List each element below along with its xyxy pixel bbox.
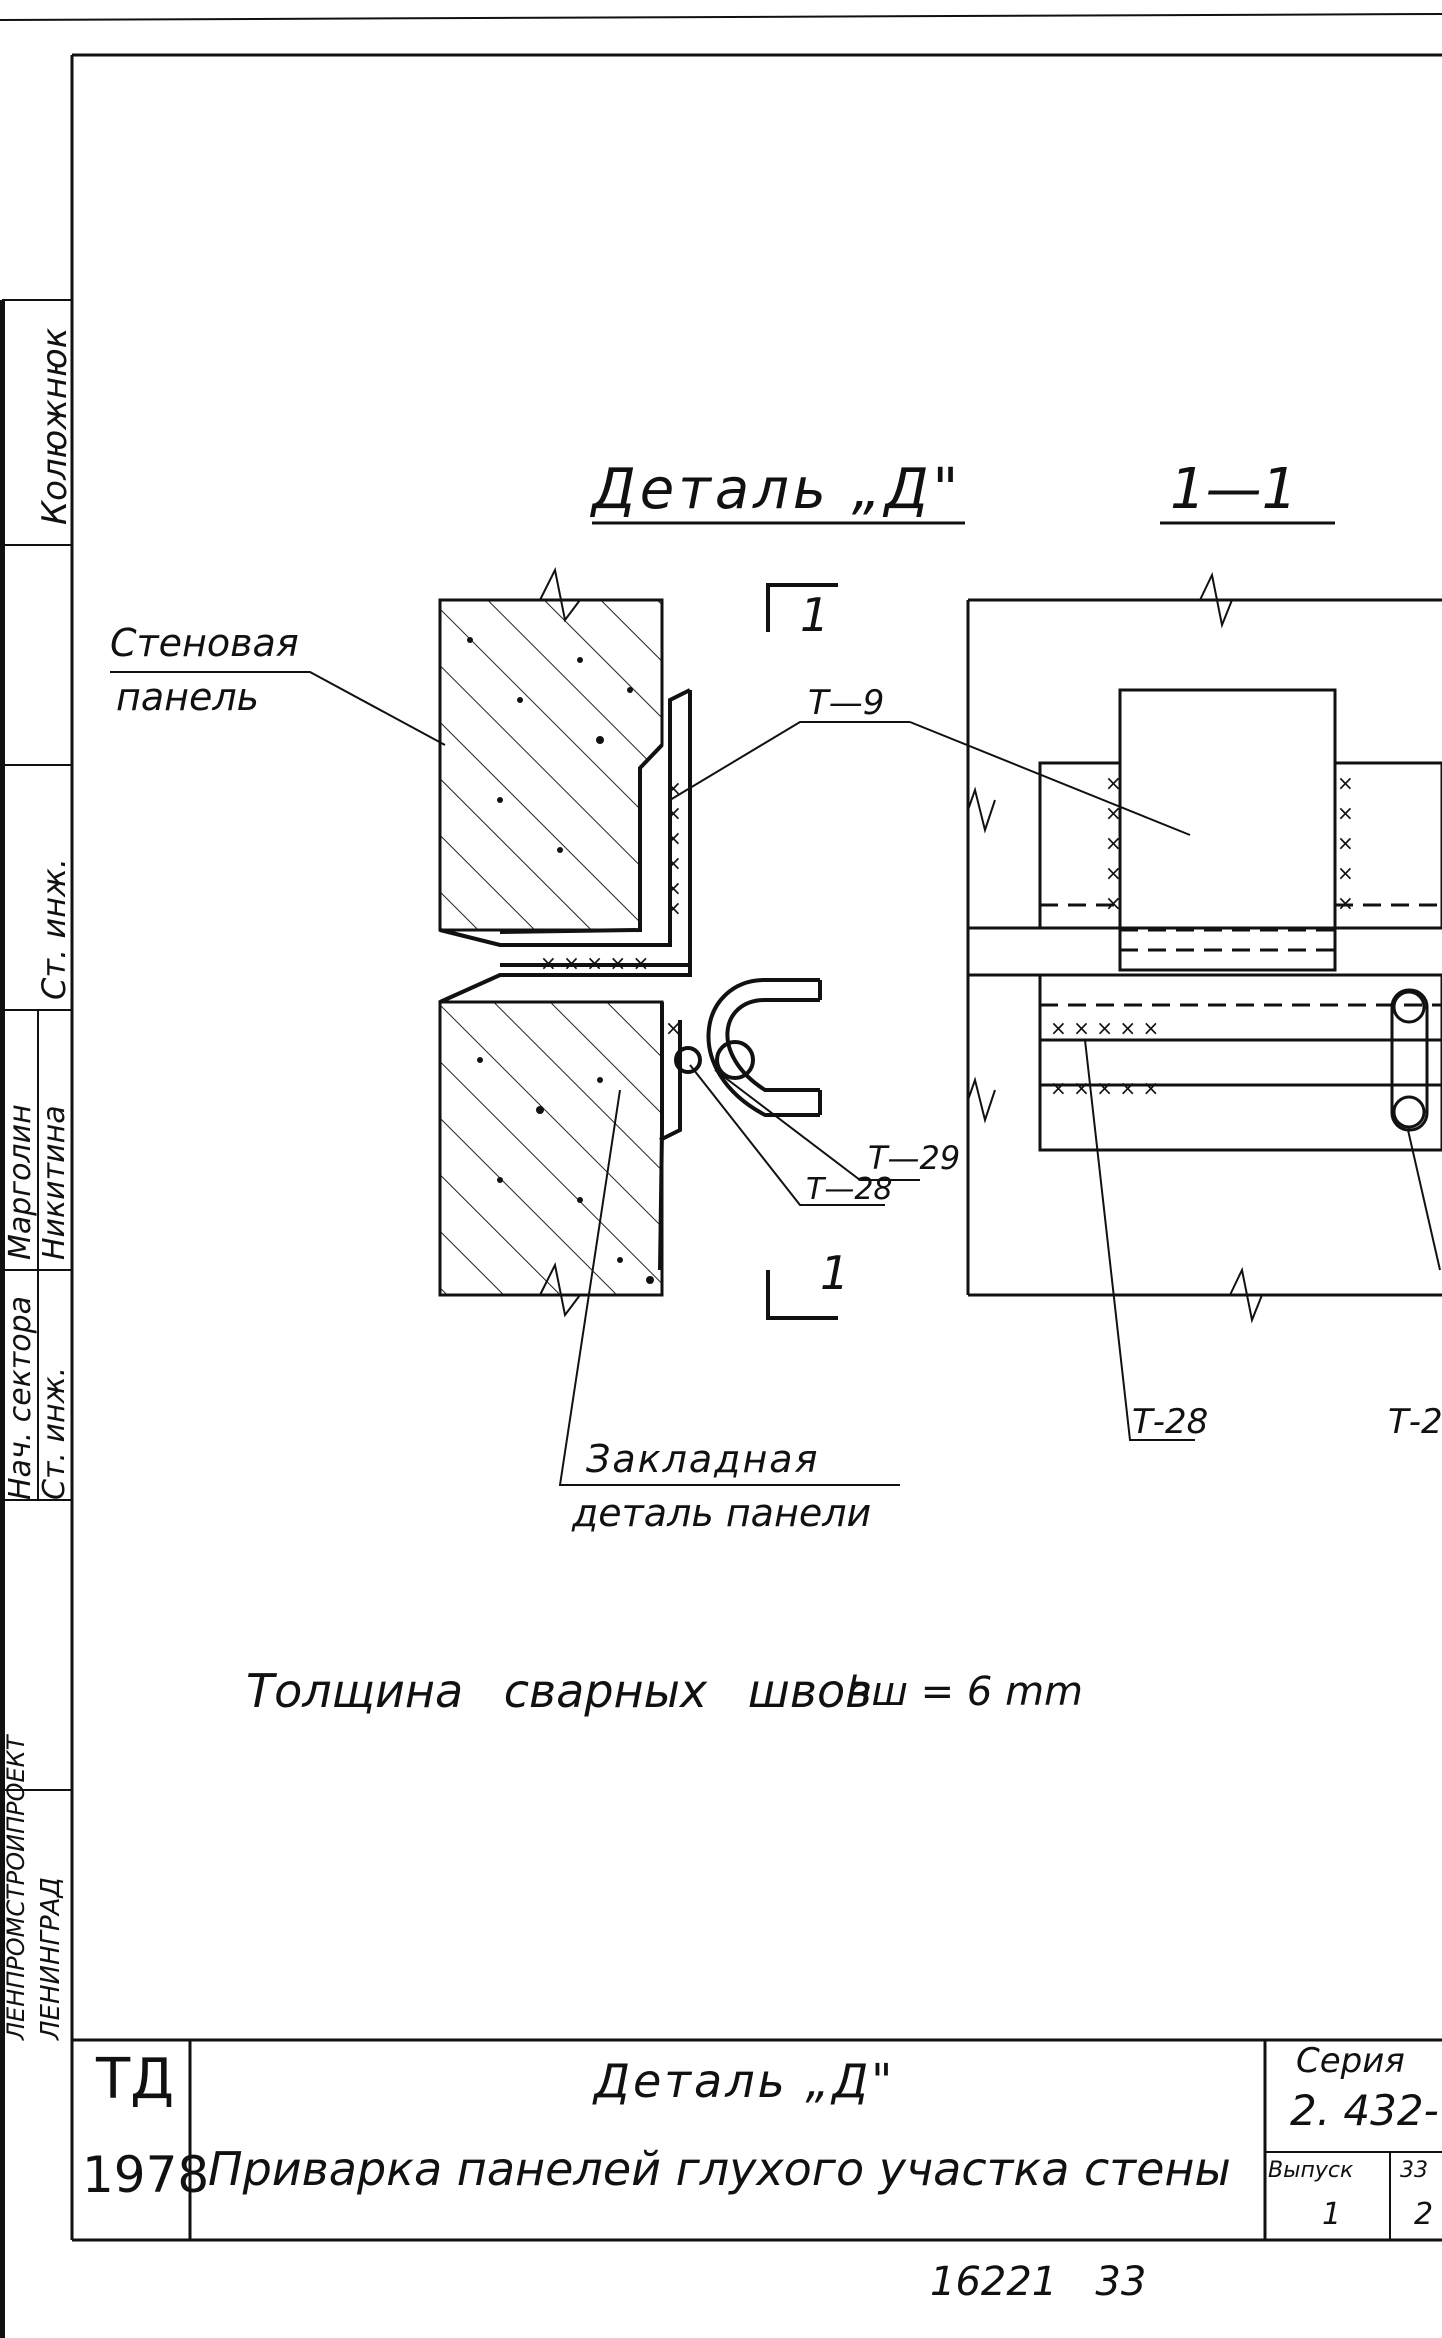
tb-series-value: 2. 432- bbox=[1290, 2086, 1439, 2135]
svg-text:×: × bbox=[1337, 891, 1354, 915]
stamp-name-1: Марголин bbox=[3, 1104, 38, 1260]
section-1-1 bbox=[966, 571, 1442, 1324]
tb-title: Деталь „Д" bbox=[594, 2054, 896, 2108]
stamp-name-2: Никитина bbox=[37, 1105, 72, 1260]
embedded-plate bbox=[439, 688, 692, 1271]
weld-marks-section: × × × × × × × × × × × × × × × × × × × × bbox=[1050, 771, 1354, 1100]
tb-issue-value: 1 bbox=[1322, 2197, 1342, 2232]
stamp-role-eng-1: Ст. инж. bbox=[37, 1366, 72, 1500]
tb-issue-label: Выпуск bbox=[1268, 2158, 1354, 2183]
svg-text:×: × bbox=[665, 1016, 682, 1040]
sheet-frame bbox=[0, 13, 1442, 2338]
label-t29: Т—29 bbox=[868, 1139, 961, 1177]
tb-code: ТД bbox=[96, 2047, 174, 2112]
side-stamp-lines bbox=[2, 299, 72, 1791]
wall-panel-upper bbox=[438, 598, 664, 932]
svg-text:×: × bbox=[665, 801, 682, 825]
svg-text:×: × bbox=[1105, 771, 1122, 795]
svg-text:×: × bbox=[665, 851, 682, 875]
svg-text:×: × bbox=[1105, 831, 1122, 855]
stamp-role-eng-2: Ст. инж. bbox=[35, 857, 73, 1000]
weld-note: Толщина сварных швов bbox=[246, 1664, 873, 1718]
cut-mark-bottom: 1 bbox=[820, 1246, 850, 1300]
stamp-name-3: Колюжнюк bbox=[35, 327, 75, 525]
weld-marks-detail: ××× ××× × × × × × × bbox=[540, 776, 682, 1040]
aggregate-dots bbox=[467, 637, 654, 1284]
svg-text:×: × bbox=[1337, 801, 1354, 825]
label-t28-small: Т—28 bbox=[806, 1172, 893, 1207]
svg-text:×: × bbox=[1337, 861, 1354, 885]
section-title: 1—1 bbox=[1170, 457, 1298, 522]
embed-label-1: Закладная bbox=[586, 1437, 820, 1481]
svg-text:×: × bbox=[665, 876, 682, 900]
tb-sheet-value: 2 bbox=[1414, 2197, 1434, 2232]
svg-text:×: × bbox=[1337, 831, 1354, 855]
wall-panel-lower bbox=[438, 1000, 664, 1297]
leader-lines bbox=[110, 671, 1441, 1486]
svg-text:×: × bbox=[1105, 891, 1122, 915]
tb-year: 1978 bbox=[82, 2146, 210, 2204]
svg-text:× × × × ×: × × × × × bbox=[1050, 1016, 1159, 1040]
tb-series-label: Серия bbox=[1296, 2041, 1405, 2081]
svg-text:×: × bbox=[1105, 801, 1122, 825]
tb-sheet-label: 33 bbox=[1400, 2158, 1428, 2183]
section-cut-marks bbox=[766, 583, 838, 1320]
label-t2x: Т-2 bbox=[1388, 1402, 1442, 1442]
stamp-role-head: Нач. сектора bbox=[3, 1295, 38, 1500]
svg-text:× × × × ×: × × × × × bbox=[1050, 1076, 1159, 1100]
svg-text:×: × bbox=[665, 776, 682, 800]
svg-text:× × × × ×: × × × × × bbox=[540, 951, 649, 975]
detail-title: Деталь „Д" bbox=[592, 457, 963, 522]
embed-label-2: деталь панели bbox=[572, 1491, 872, 1535]
svg-text:×: × bbox=[665, 896, 682, 920]
stamp-org-top: ЛЕНПРОМСТРОЙПРОЕКТ bbox=[2, 1735, 30, 2040]
cut-mark-top: 1 bbox=[800, 588, 830, 642]
wall-panel-label-2: панель bbox=[116, 675, 260, 719]
label-t28: Т-28 bbox=[1132, 1402, 1209, 1442]
svg-text:×: × bbox=[665, 826, 682, 850]
wall-panel-label-1: Стеновая bbox=[110, 621, 299, 665]
weld-note-value: hш = 6 mm bbox=[846, 1669, 1083, 1715]
footer-number: 16221 33 bbox=[930, 2259, 1147, 2305]
tb-subtitle: Приварка панелей глухого участка стены bbox=[208, 2142, 1231, 2196]
u-bracket-t29 bbox=[674, 978, 822, 1117]
svg-text:×: × bbox=[1337, 771, 1354, 795]
stamp-org: ЛЕНИНГРАД bbox=[36, 1877, 66, 2040]
svg-text:×: × bbox=[1105, 861, 1122, 885]
title-block-lines bbox=[72, 2038, 1442, 2240]
break-marks bbox=[539, 566, 581, 1318]
label-t9: Т—9 bbox=[808, 683, 885, 723]
